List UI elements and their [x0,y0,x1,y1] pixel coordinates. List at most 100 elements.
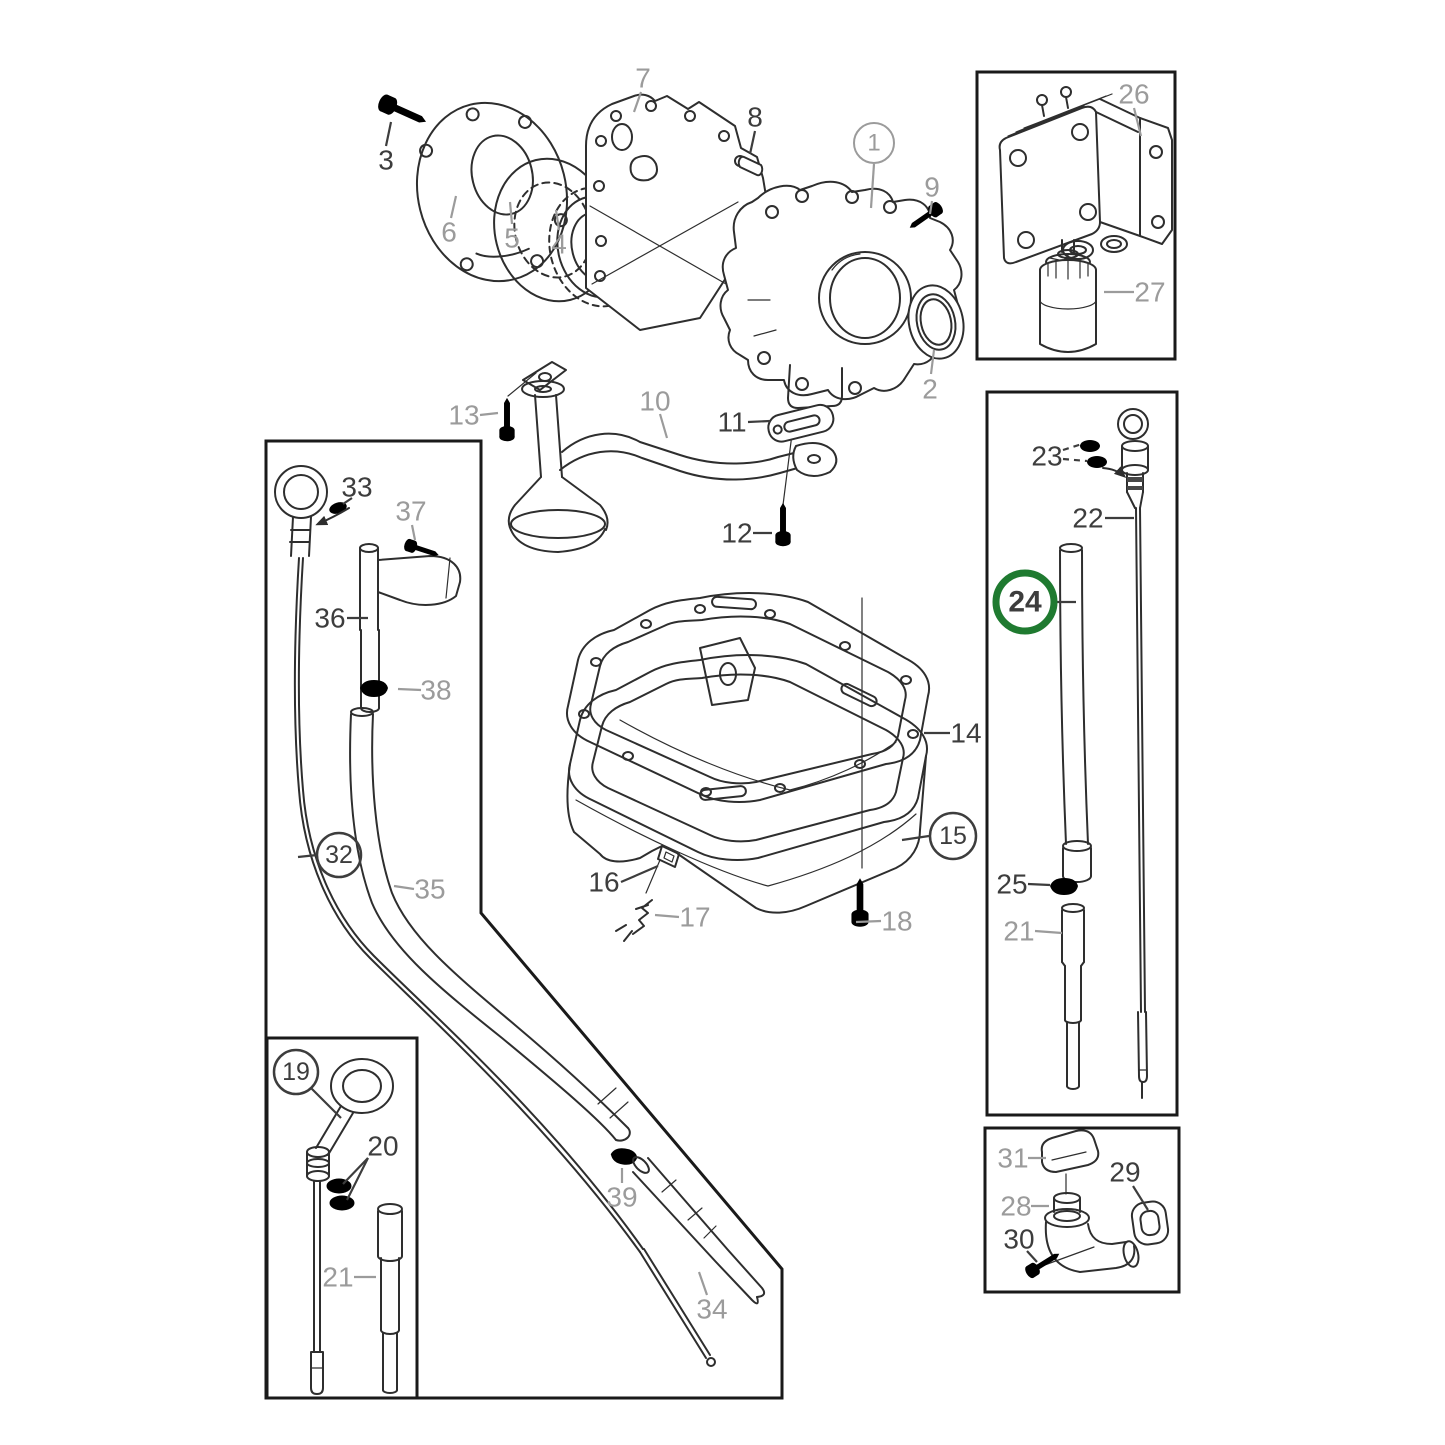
part-number-20: 20 [367,1131,398,1162]
arrow-to-dipstick-32 [315,507,350,526]
leader-line-11 [747,419,771,424]
callout-34: 34 [696,1271,728,1325]
filler-elbow-28-art [1041,1192,1140,1273]
callout-35: 35 [393,874,446,905]
part-number-32: 32 [325,841,353,869]
tube-21-left-art [377,1203,403,1394]
oring-20b-art [329,1195,355,1211]
callout-5: 5 [504,201,520,254]
leader-line-30 [1026,1250,1038,1263]
callout-28: 28 [1000,1191,1049,1222]
part-number-26: 26 [1118,79,1149,110]
leader-line-2 [929,349,936,375]
callout-12: 12 [721,518,772,549]
gasket-plate-art [585,93,767,331]
tube-35-art [349,707,631,1142]
callout-20: 20 [342,1131,399,1201]
pickup-pipe-art [507,372,838,506]
callout-36: 36 [314,603,368,634]
callout-2: 2 [922,349,938,405]
callout-24: 24 [992,569,1076,635]
part-number-8: 8 [747,102,763,133]
callout-17: 17 [654,902,711,933]
tube-21-right-art [1061,903,1085,1090]
part-number-37: 37 [395,496,426,527]
part-number-34: 34 [696,1294,727,1325]
part-number-30: 30 [1003,1224,1034,1255]
oring-23b-art [1087,456,1107,468]
pickup-strainer-art [507,361,609,553]
part-number-7: 7 [635,63,651,94]
part-number-1: 1 [867,130,880,157]
part-number-23: 23 [1031,441,1062,472]
part-number-31: 31 [997,1143,1028,1174]
callout-7: 7 [632,63,651,113]
leader-line-23 [1062,442,1083,452]
part-number-15: 15 [939,822,967,850]
callout-32: 32 [297,831,363,879]
callout-21: 21 [322,1262,376,1293]
part-number-33: 33 [341,472,372,503]
leader-line-19 [310,1087,342,1119]
leader-line-6 [449,195,458,219]
bolt-13-art [499,397,515,442]
callout-18: 18 [855,906,913,937]
gasket-11-art [767,403,835,443]
part-number-19: 19 [282,1058,310,1086]
oil-cooler-art [998,86,1173,265]
callout-4: 4 [551,209,567,260]
callout-38: 38 [397,675,452,706]
callout-11: 11 [717,407,771,438]
leader-line-37 [410,524,417,541]
callout-10: 10 [639,386,671,439]
parts-artwork [274,86,1173,1395]
leader-line-35 [393,884,415,891]
part-number-39: 39 [606,1182,637,1213]
part-number-14: 14 [950,718,981,749]
part-number-11: 11 [717,407,746,438]
oring-23a-art [1080,440,1100,452]
part-number-16: 16 [588,867,619,898]
leader-line-7 [632,91,643,113]
leader-line-13 [479,411,499,417]
callout-30: 30 [1003,1224,1038,1263]
bolt-12-art [775,502,791,547]
leader-line-8 [748,130,757,155]
callout-39: 39 [606,1168,638,1213]
leader-line-32 [297,853,318,859]
part-number-10: 10 [639,386,670,417]
part-number-3: 3 [378,145,394,176]
callout-circle-1 [853,122,895,164]
callout-3: 3 [378,121,394,176]
callout-15: 15 [901,811,978,861]
callout-circle-32 [315,831,363,879]
callout-26: 26 [1118,79,1150,137]
dipstick-tube-box [985,390,1179,1117]
callout-19: 19 [272,1048,342,1119]
leader-line-20 [342,1157,369,1185]
callout-1: 1 [853,122,895,209]
oil-pump-cover-plate-art [415,101,569,283]
bolt-3-art [375,92,430,130]
pin-8-art [737,155,764,177]
part-number-24: 24 [1008,586,1042,619]
callout-29: 29 [1109,1157,1149,1211]
oil-filter-art [1039,239,1097,353]
callout-22: 22 [1072,503,1134,534]
part-number-9: 9 [924,172,940,203]
nut-38-art [360,680,388,697]
dipstick-22-art [1117,408,1149,1099]
callout-circle-15 [928,811,978,861]
filler-cap-31-art [1040,1129,1100,1195]
part-number-21: 21 [1003,916,1034,947]
callout-23: 23 [1031,441,1088,472]
callout-16: 16 [588,864,659,898]
oil-cooler-box [975,70,1177,361]
dipstick-lower-inner-box [265,1036,419,1400]
callout-37: 37 [395,496,427,541]
callout-9: 9 [924,172,940,215]
callout-33: 33 [341,472,373,505]
part-number-22: 22 [1072,503,1103,534]
callout-circle-19 [272,1048,320,1096]
